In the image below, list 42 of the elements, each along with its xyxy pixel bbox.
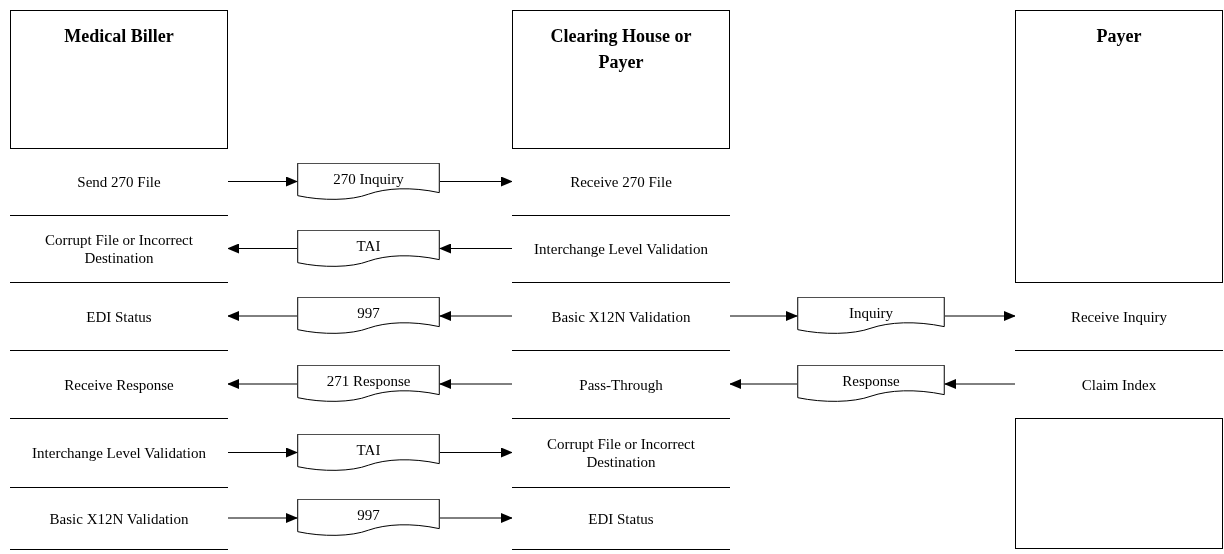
- arrow: [227, 311, 298, 321]
- arrow: [227, 176, 298, 187]
- process-step: Pass-Through: [512, 350, 730, 419]
- arrow: [227, 447, 298, 458]
- arrow: [439, 311, 513, 321]
- document-shape: 997: [297, 297, 440, 335]
- process-step: Receive Inquiry: [1015, 282, 1223, 351]
- arrow: [944, 379, 1016, 389]
- lane-title: Medical Biller: [63, 25, 175, 48]
- process-step: Corrupt File or Incorrect Destination: [10, 215, 228, 283]
- process-step: Receive 270 File: [512, 148, 730, 216]
- process-step: Interchange Level Validation: [512, 215, 730, 283]
- document-shape: 271 Response: [297, 365, 440, 403]
- arrow: [439, 513, 513, 523]
- arrow: [439, 243, 513, 254]
- arrow: [944, 311, 1016, 321]
- swimlane: [1015, 10, 1223, 549]
- process-step: Basic X12N Validation: [10, 487, 228, 550]
- lane-title: Payer: [1095, 25, 1143, 48]
- document-shape: TAI: [297, 433, 440, 472]
- arrow: [227, 243, 298, 254]
- document-shape: TAI: [297, 229, 440, 268]
- arrow: [729, 311, 798, 321]
- lane-title: Clearing House or Payer: [549, 25, 693, 74]
- arrow: [227, 513, 298, 523]
- document-shape: 270 Inquiry: [297, 162, 440, 201]
- process-step: Send 270 File: [10, 148, 228, 216]
- arrow: [439, 447, 513, 458]
- process-step: Corrupt File or Incorrect Destination: [512, 418, 730, 488]
- process-step: Basic X12N Validation: [512, 282, 730, 351]
- arrow: [439, 176, 513, 187]
- process-step: EDI Status: [512, 487, 730, 550]
- process-step: Interchange Level Validation: [10, 418, 228, 488]
- arrow: [227, 379, 298, 389]
- arrow: [439, 379, 513, 389]
- document-shape: Inquiry: [797, 297, 945, 335]
- process-step: Receive Response: [10, 350, 228, 419]
- document-shape: 997: [297, 499, 440, 537]
- process-step: EDI Status: [10, 282, 228, 351]
- process-step: Claim Index: [1015, 350, 1223, 419]
- arrow: [729, 379, 798, 389]
- document-shape: Response: [797, 365, 945, 403]
